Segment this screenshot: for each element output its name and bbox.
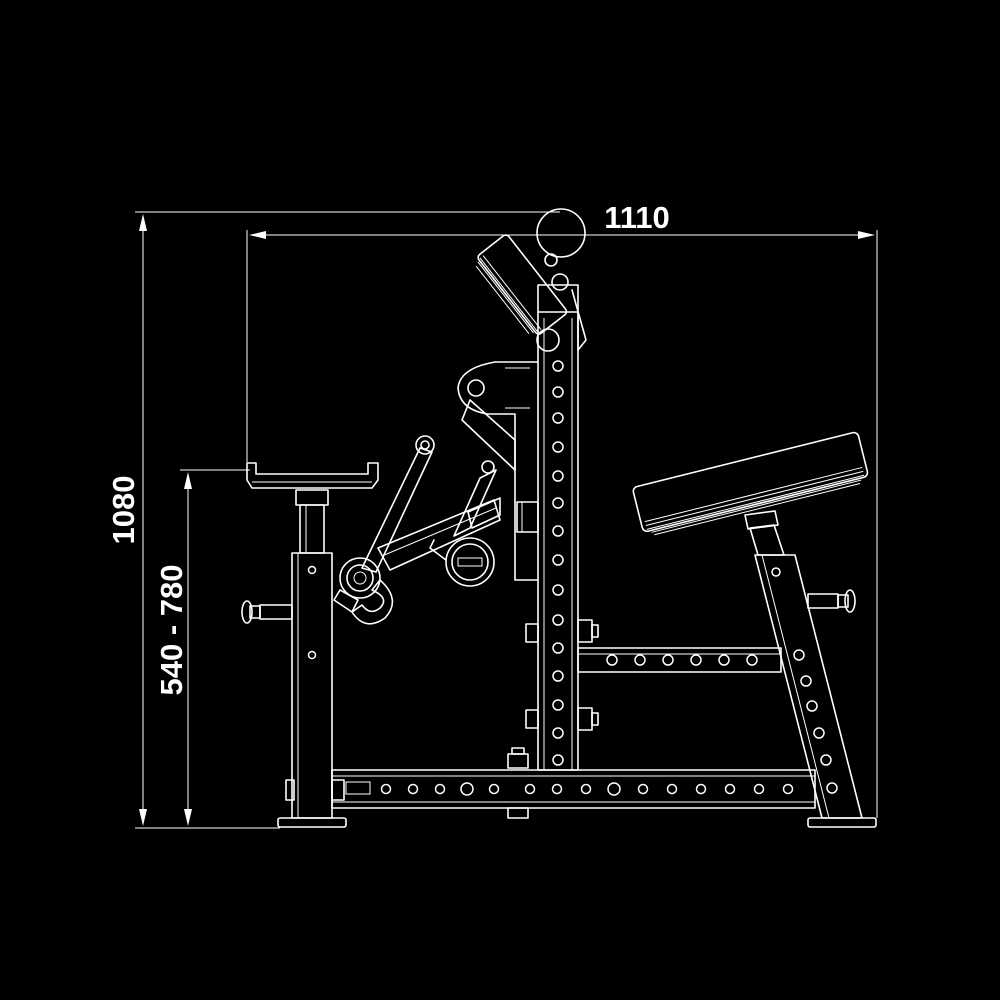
base-frame xyxy=(277,747,877,828)
width-dimension-label: 1110 xyxy=(604,200,670,235)
dimension-height: 1080 xyxy=(106,211,560,829)
central-upright xyxy=(525,284,599,771)
dimension-seat-height: 540 - 780 xyxy=(154,469,250,826)
pop-pin-knob-left[interactable] xyxy=(241,600,293,624)
lever-arm[interactable] xyxy=(333,435,435,625)
seat-cradle xyxy=(246,462,379,489)
cross-beam xyxy=(577,647,782,673)
top-pad xyxy=(475,208,587,351)
weight-horn-hub xyxy=(429,537,495,587)
upright-holes xyxy=(552,360,564,766)
left-seat-post xyxy=(241,489,333,819)
height-dimension-label: 1080 xyxy=(106,476,141,545)
pop-pin-knob-right[interactable] xyxy=(807,589,856,613)
base-beam-holes xyxy=(380,782,794,796)
pivot-bracket xyxy=(377,361,539,581)
right-arm-pad xyxy=(632,431,869,536)
right-leg-holes xyxy=(771,567,838,794)
right-angled-leg xyxy=(744,510,863,819)
dimension-width: 1110 xyxy=(246,200,878,818)
seat-height-dimension-label: 540 - 780 xyxy=(154,565,189,696)
